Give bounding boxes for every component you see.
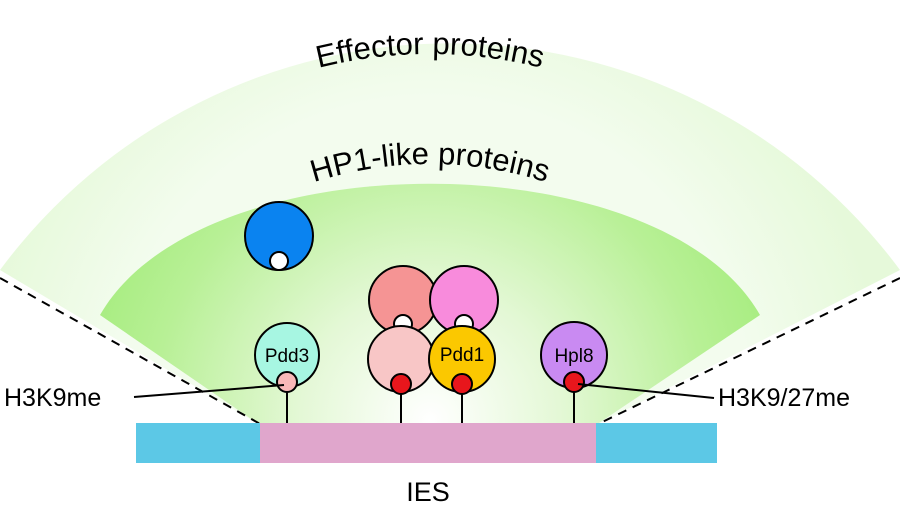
hpl8-label: Hpl8 xyxy=(554,346,593,367)
ies-label: IES xyxy=(406,477,450,507)
pdd1-label: Pdd1 xyxy=(440,345,484,366)
h3k927me-label: H3K9/27me xyxy=(718,384,850,412)
magenta-protein xyxy=(430,266,498,334)
h3k9me-label: H3K9me xyxy=(4,384,101,412)
dna-left-flank xyxy=(136,423,262,463)
dna-ies-segment xyxy=(260,423,598,463)
pdd3-label: Pdd3 xyxy=(265,346,309,367)
pink-protein xyxy=(368,326,434,394)
blue-protein xyxy=(245,202,313,270)
salmon-protein xyxy=(369,266,437,334)
dna-right-flank xyxy=(596,423,717,463)
dna-bar xyxy=(136,423,717,463)
